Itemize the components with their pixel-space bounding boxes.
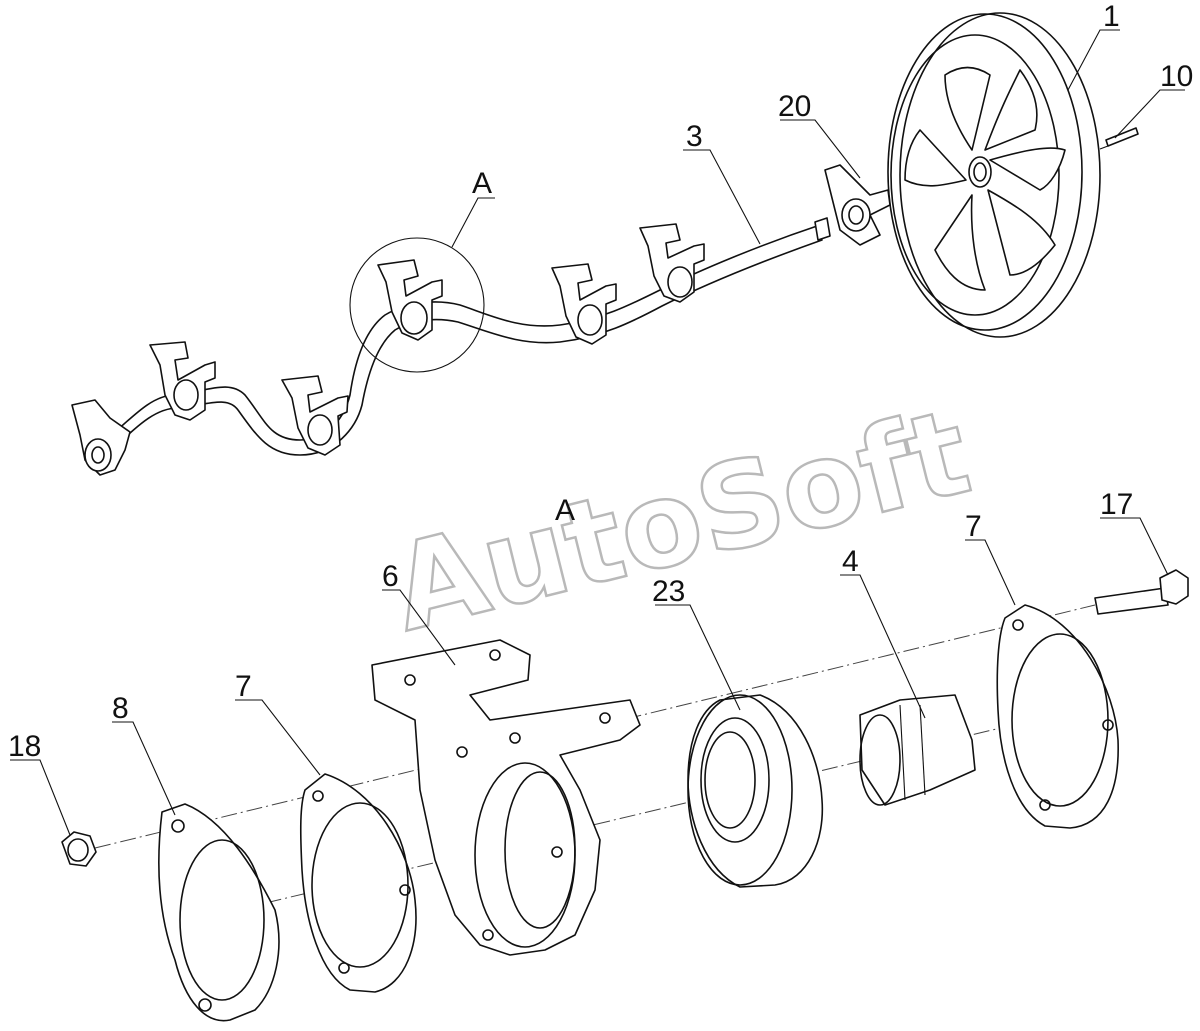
detail-a-label: A [555, 494, 575, 527]
callout-17: 17 [1100, 488, 1133, 521]
detail-a-circle [349, 237, 485, 373]
crank-shaft [94, 217, 831, 466]
callout-18: 18 [8, 730, 41, 763]
callout-7-left: 7 [235, 670, 252, 703]
watermark-text: AutoSoft [379, 382, 982, 658]
callout-4: 4 [842, 545, 859, 578]
bracket-1 [71, 399, 131, 476]
sleeve-part-4 [859, 694, 976, 806]
bracket-6 [639, 223, 705, 303]
callout-1: 1 [1103, 0, 1120, 33]
bracket-3 [281, 375, 349, 456]
pin-part-10 [1099, 127, 1139, 150]
nut-part-18 [61, 831, 97, 867]
pulley [887, 12, 1101, 338]
callout-20: 20 [778, 90, 811, 123]
bolt-part-17 [1094, 569, 1189, 615]
bracket-4 [377, 259, 443, 341]
callout-23: 23 [652, 575, 685, 608]
callout-labels: 1 10 20 3 A A 6 23 4 7 17 7 8 18 [8, 0, 1193, 763]
flange-gasket-left-part-7 [299, 773, 417, 993]
gasket-part-8 [158, 803, 280, 1022]
bracket-2 [149, 341, 216, 421]
leader-lines [10, 29, 1185, 836]
flange-gasket-right-part-7 [996, 604, 1119, 829]
bracket-housing-part-6 [371, 639, 641, 956]
callout-3: 3 [686, 120, 703, 153]
bearing-housing-part-20 [824, 164, 891, 246]
watermark: AutoSoft [378, 381, 983, 659]
callout-7-right: 7 [965, 510, 982, 543]
callout-8: 8 [112, 692, 129, 725]
callout-6: 6 [382, 560, 399, 593]
callout-detail-a: A [472, 167, 492, 200]
bearing-part-23 [687, 694, 824, 888]
shaft-brackets [71, 223, 705, 476]
bracket-5 [551, 263, 617, 345]
callout-10: 10 [1160, 60, 1193, 93]
